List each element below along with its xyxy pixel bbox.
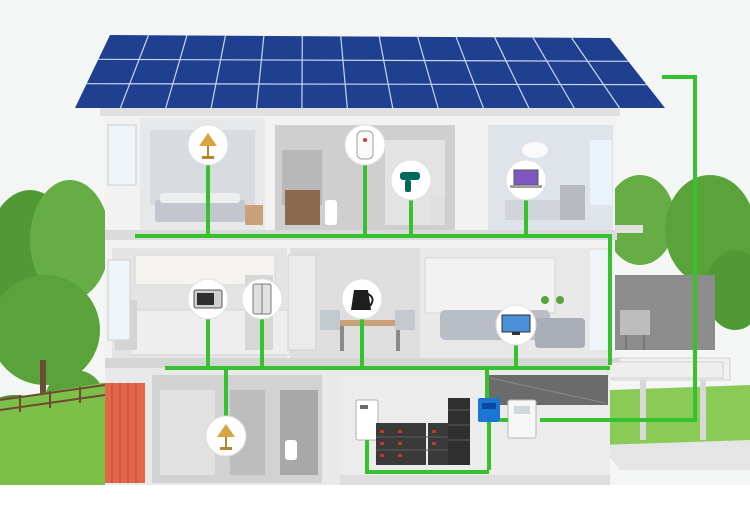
roof-eave (100, 108, 620, 116)
charge-controller (508, 400, 536, 438)
water-heater-icon (345, 125, 385, 165)
solar-array (75, 35, 665, 108)
television-icon (496, 305, 536, 345)
refrigerator-icon (242, 279, 282, 319)
electric-kettle-icon (342, 279, 382, 319)
path-right (600, 440, 750, 470)
inverter (478, 398, 500, 422)
door (105, 383, 145, 483)
microwave-icon (188, 279, 228, 319)
lawn-bottom (0, 485, 750, 523)
wall-battery (356, 400, 378, 440)
top-window-left (108, 125, 136, 185)
hair-dryer-icon (391, 160, 431, 200)
mid-window-left (108, 260, 130, 340)
laptop-icon (506, 160, 546, 200)
table-lamp-icon (206, 416, 246, 456)
carport-roof (488, 375, 608, 405)
table-lamp-icon (188, 125, 228, 165)
